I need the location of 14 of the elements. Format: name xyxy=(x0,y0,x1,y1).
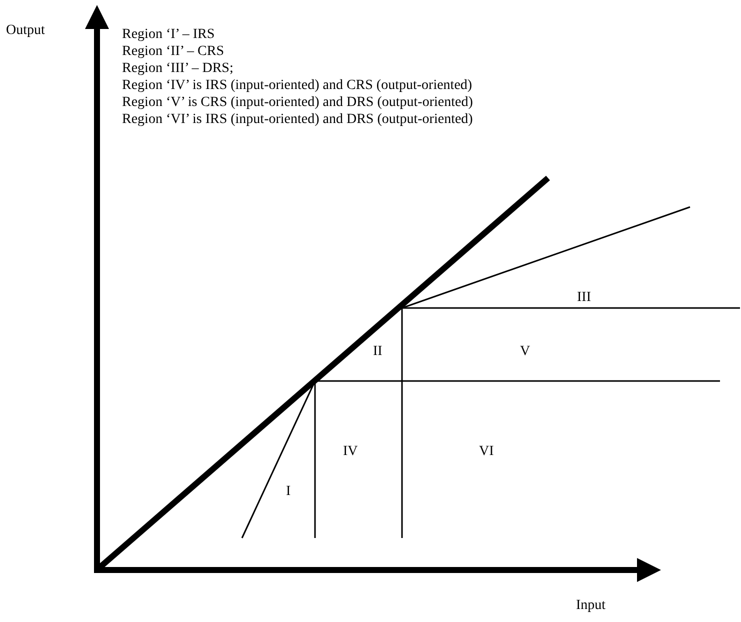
region-label: V xyxy=(520,343,530,360)
axis-label: Input xyxy=(576,597,606,614)
note-text: Region ‘II’ – CRS xyxy=(122,43,224,60)
note-text: Region ‘IV’ is IRS (input-oriented) and CRS (output-oriented) xyxy=(122,77,472,94)
note-text: Region ‘I’ – IRS xyxy=(122,26,215,43)
note-text: Region ‘V’ is CRS (input-oriented) and DRS (output-oriented) xyxy=(122,94,473,111)
region-label: I xyxy=(286,483,291,500)
region-label: II xyxy=(373,343,382,360)
region-label: III xyxy=(577,289,591,306)
axis-label: Output xyxy=(6,22,45,39)
note-text: Region ‘III’ – DRS; xyxy=(122,60,234,77)
note-text: Region ‘VI’ is IRS (input-oriented) and DRS (output-oriented) xyxy=(122,111,473,128)
region-label: VI xyxy=(479,443,494,460)
region-label: IV xyxy=(343,443,358,460)
